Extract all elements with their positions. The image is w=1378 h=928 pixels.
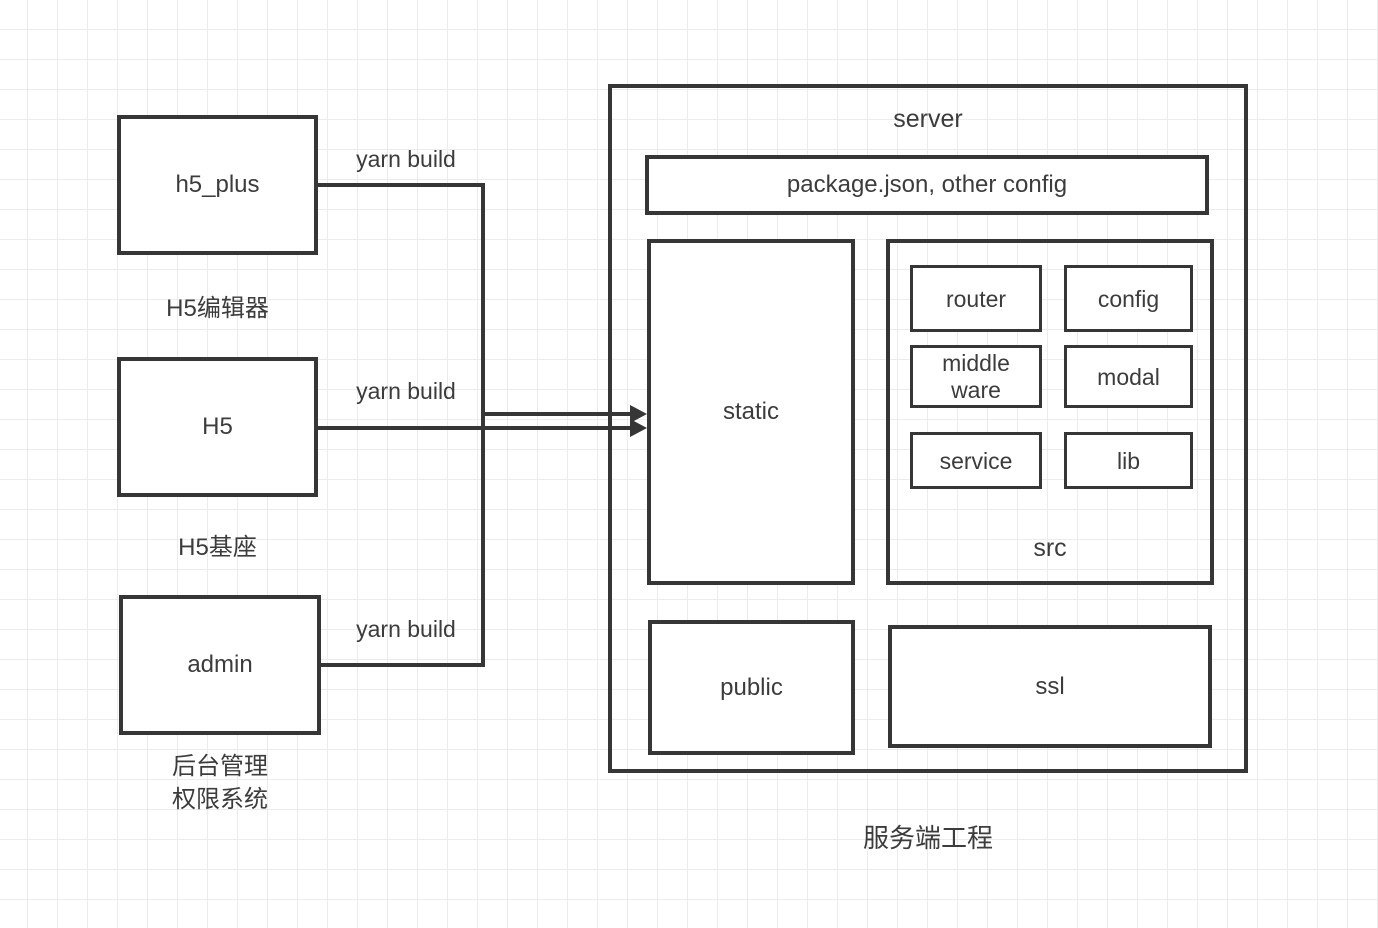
edge-h5plus-out [318, 183, 485, 187]
edge-admin-out [321, 663, 485, 667]
node-service: service [910, 432, 1042, 489]
node-middleware: middle ware [910, 345, 1042, 408]
node-ssl: ssl [888, 625, 1212, 748]
container-server [608, 84, 1248, 773]
node-package-config: package.json, other config [645, 155, 1209, 215]
node-modal: modal [1064, 345, 1193, 408]
caption-server-project: 服务端工程 [862, 823, 993, 853]
node-h5-plus: h5_plus [117, 115, 318, 255]
edge-label-yarn-build-1: yarn build [356, 146, 456, 172]
caption-h5-editor: H5编辑器 [166, 295, 269, 322]
node-static: static [647, 239, 855, 585]
node-lib: lib [1064, 432, 1193, 489]
src-label: src [1033, 534, 1067, 562]
arrowhead-h5-icon [630, 419, 647, 437]
caption-h5-base: H5基座 [178, 534, 257, 561]
node-config: config [1064, 265, 1193, 332]
node-public: public [648, 620, 855, 755]
edge-h5-to-static [318, 426, 631, 430]
arrowhead-merged-icon [630, 405, 647, 423]
edge-merged-to-static [481, 412, 631, 416]
node-admin: admin [119, 595, 321, 735]
container-src [886, 239, 1214, 585]
edge-label-yarn-build-2: yarn build [356, 378, 456, 404]
edge-label-yarn-build-3: yarn build [356, 616, 456, 642]
caption-admin-system: 后台管理 权限系统 [172, 753, 268, 813]
server-title: server [893, 105, 963, 133]
node-router: router [910, 265, 1042, 332]
edge-trunk-vertical [481, 183, 485, 667]
node-h5: H5 [117, 357, 318, 497]
